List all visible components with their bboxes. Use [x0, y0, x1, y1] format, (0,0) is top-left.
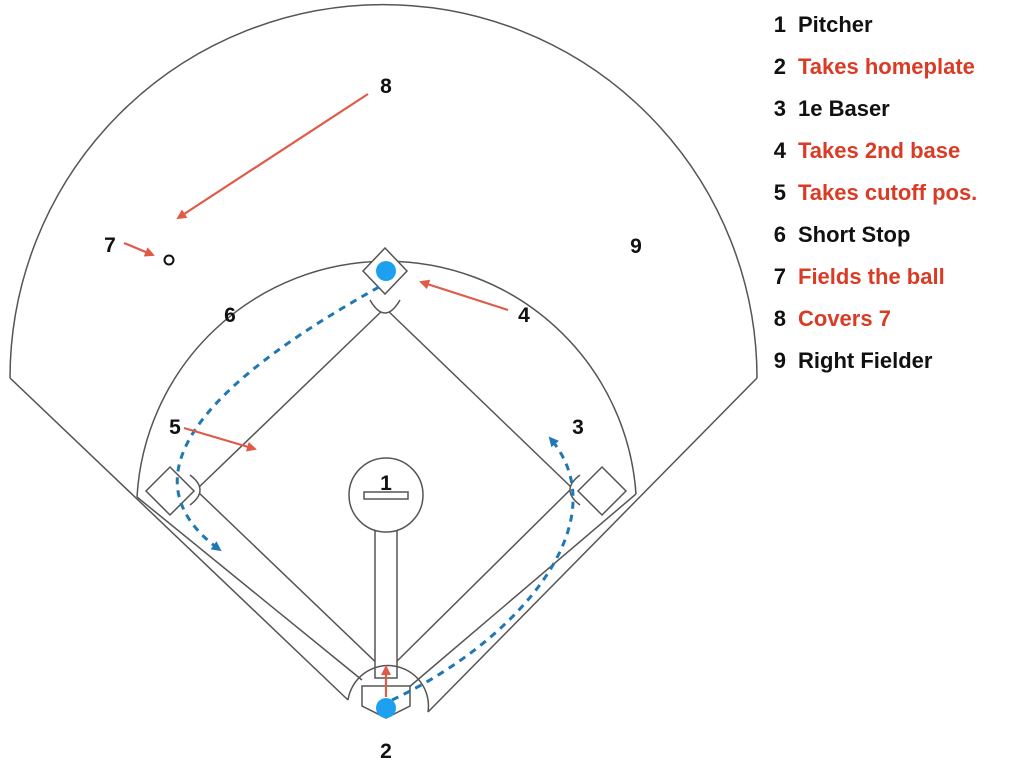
legend-item-6: 6 Short Stop — [764, 218, 1024, 260]
pitchers-rubber — [363, 491, 409, 500]
position-label-1: 1 — [380, 472, 392, 495]
position-label-6: 6 — [224, 304, 236, 327]
pitcher-lane — [374, 527, 398, 679]
legend-text: Takes cutoff pos. — [798, 180, 978, 205]
arrow-position-7 — [123, 241, 155, 257]
legend-item-3: 3 1e Baser — [764, 92, 1024, 134]
legend-number: 4 — [773, 138, 786, 163]
legend-number: 3 — [773, 96, 786, 121]
legend-number: 9 — [773, 348, 786, 373]
legend-item-9: 9 Right Fielder — [764, 344, 1024, 386]
legend-item-1: 1 Pitcher — [764, 8, 1024, 50]
arrow-position-8 — [176, 93, 369, 220]
arrow-position-5 — [183, 426, 257, 452]
legend-text: 1e Baser — [798, 96, 890, 121]
position-label-8: 8 — [380, 75, 392, 98]
legend-number: 2 — [773, 54, 786, 79]
legend-text: Pitcher — [798, 12, 873, 37]
ball-marker — [163, 254, 175, 266]
position-label-2: 2 — [380, 740, 392, 763]
home-plate-circle — [347, 664, 430, 713]
legend-text: Short Stop — [798, 222, 911, 247]
legend-number: 6 — [773, 222, 786, 247]
outfield-fence — [9, 3, 758, 379]
runner-at-home — [376, 698, 396, 718]
first-base — [576, 465, 628, 517]
left-inner-line — [136, 496, 363, 681]
legend-item-2: 2 Takes homeplate — [764, 50, 1024, 92]
legend-text: Takes homeplate — [798, 54, 975, 79]
second-base-cutout — [369, 299, 401, 314]
right-inner-line — [407, 493, 637, 689]
runner-at-second — [376, 261, 396, 281]
legend-text: Covers 7 — [798, 306, 891, 331]
legend-item-5: 5 Takes cutoff pos. — [764, 176, 1024, 218]
third-base-cutout — [189, 474, 201, 506]
position-label-4: 4 — [518, 304, 530, 327]
runner-path-second-to-third — [175, 285, 380, 552]
third-base — [144, 465, 196, 517]
legend-item-7: 7 Fields the ball — [764, 260, 1024, 302]
position-label-9: 9 — [630, 235, 642, 258]
arrow-position-4 — [419, 279, 509, 312]
legend-item-4: 4 Takes 2nd base — [764, 134, 1024, 176]
legend-number: 1 — [773, 12, 786, 37]
legend-text: Takes 2nd base — [798, 138, 961, 163]
position-label-5: 5 — [169, 416, 181, 439]
legend-text: Right Fielder — [798, 348, 933, 373]
legend-item-8: 8 Covers 7 — [764, 302, 1024, 344]
position-label-3: 3 — [572, 416, 584, 439]
legend-text: Fields the ball — [798, 264, 945, 289]
legend-number: 8 — [773, 306, 786, 331]
right-foul-line — [427, 377, 758, 713]
left-foul-line — [9, 377, 349, 701]
runner-path-home-to-first — [391, 436, 575, 702]
position-label-7: 7 — [104, 234, 116, 257]
legend-number: 7 — [773, 264, 786, 289]
legend-number: 5 — [773, 180, 786, 205]
